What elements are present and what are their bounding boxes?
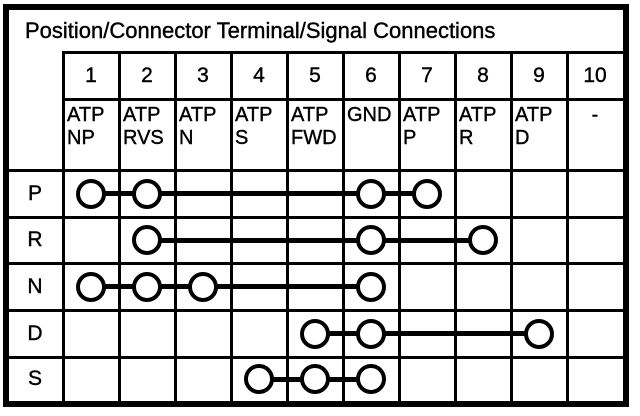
terminal-circle — [300, 364, 330, 394]
signal-label: ATP N — [179, 104, 217, 149]
grid-line — [9, 169, 623, 172]
signal-label: ATP P — [403, 104, 441, 149]
terminal-number: 8 — [477, 63, 489, 87]
terminal-number: 2 — [141, 63, 153, 87]
terminal-circle — [356, 225, 386, 255]
grid-line — [174, 51, 177, 402]
connection-line — [371, 237, 483, 243]
terminal-circle — [188, 271, 218, 302]
grid-line — [118, 51, 121, 402]
terminal-number: 1 — [85, 63, 97, 87]
terminal-circle — [132, 225, 162, 255]
signal-label: ATP FWD — [291, 104, 337, 149]
grid-line — [9, 356, 623, 359]
terminal-circle — [524, 318, 554, 349]
connection-line — [203, 284, 371, 289]
signal-label: ATP R — [459, 104, 497, 149]
terminal-circle — [132, 271, 162, 302]
grid-line — [454, 51, 457, 402]
position-label: N — [27, 274, 43, 298]
grid-line — [9, 309, 623, 312]
position-label: P — [27, 181, 42, 205]
grid-line — [230, 51, 233, 402]
table-title: Position/Connector Terminal/Signal Conne… — [25, 18, 496, 43]
grid-line — [342, 51, 345, 402]
terminal-number: 5 — [309, 63, 321, 87]
terminal-circle — [356, 364, 386, 394]
terminal-number: 6 — [365, 63, 377, 87]
terminal-circle — [76, 271, 106, 302]
position-label: R — [27, 228, 43, 251]
connection-line — [259, 376, 315, 382]
signal-label: ATP D — [515, 104, 553, 149]
connection-line — [371, 331, 539, 336]
grid-line — [398, 51, 401, 402]
connection-line — [91, 191, 147, 196]
grid-line — [286, 51, 289, 402]
signal-label: ATP S — [235, 104, 273, 149]
terminal-circle — [356, 178, 386, 209]
terminal-circle — [76, 178, 106, 209]
connection-line — [147, 284, 203, 289]
connection-line — [91, 284, 147, 289]
grid-line — [566, 51, 569, 402]
terminal-number: 3 — [197, 63, 209, 87]
terminal-circle — [132, 178, 162, 209]
grid-line — [510, 51, 513, 402]
terminal-circle — [356, 271, 386, 302]
terminal-circle — [468, 225, 498, 255]
signal-label: ATP NP — [67, 104, 105, 149]
terminal-circle — [244, 364, 274, 394]
terminal-circle — [356, 318, 386, 349]
terminal-number: 7 — [421, 63, 433, 87]
grid-line — [9, 216, 623, 219]
connection-line — [147, 237, 371, 243]
signal-label: ATP RVS — [123, 104, 164, 149]
terminal-number: 4 — [253, 63, 265, 87]
connection-line — [315, 331, 371, 336]
connection-line — [371, 191, 427, 196]
terminal-circle — [412, 178, 442, 209]
connection-line — [315, 376, 371, 382]
position-label: S — [27, 367, 42, 390]
position-label: D — [27, 321, 43, 345]
signal-label: - — [591, 104, 599, 126]
terminal-circle — [300, 318, 330, 349]
grid-line — [62, 51, 65, 402]
grid-line — [9, 262, 623, 265]
terminal-number: 10 — [583, 63, 607, 87]
terminal-number: 9 — [533, 63, 545, 87]
signal-label: GND — [347, 104, 392, 126]
connection-line — [147, 191, 371, 196]
